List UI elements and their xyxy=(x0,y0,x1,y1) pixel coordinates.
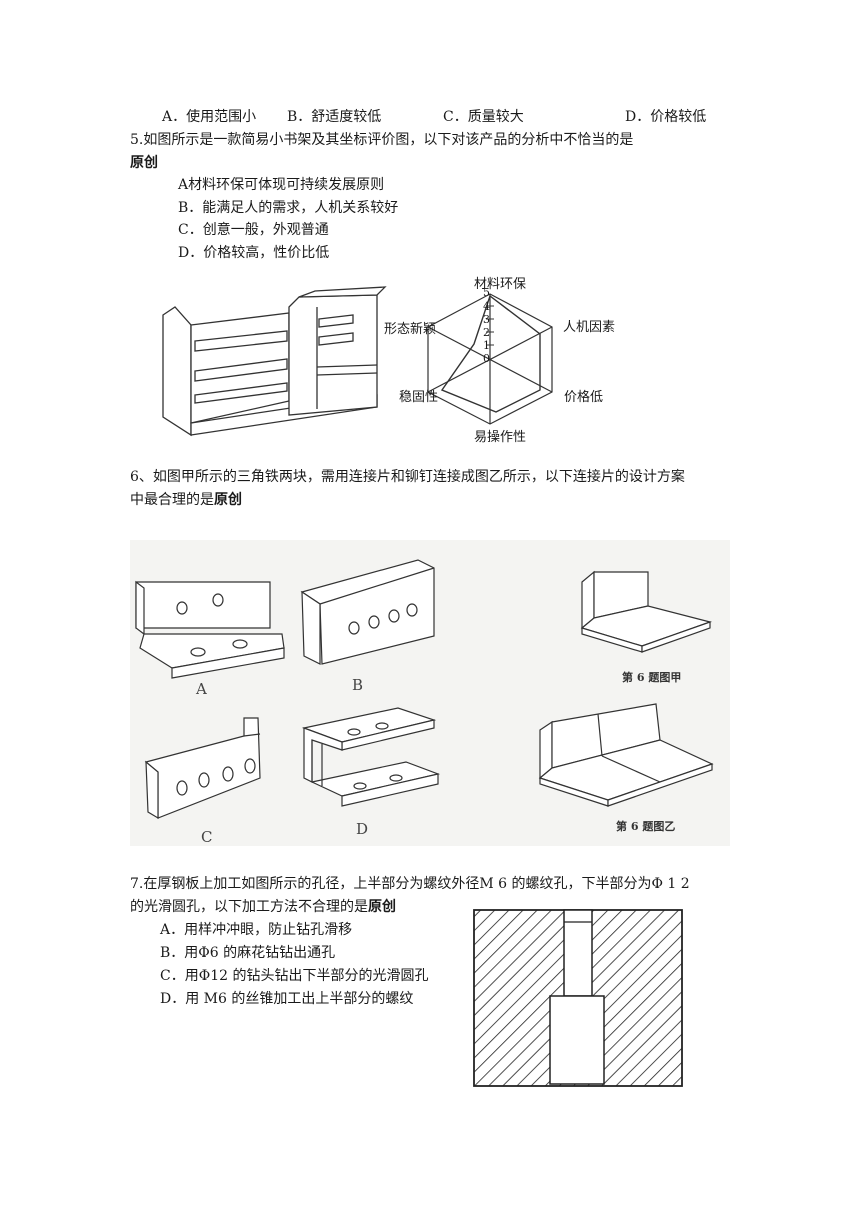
q6-label-a: A xyxy=(196,680,207,698)
q5-option-b: B．能满足人的需求，人机关系较好 xyxy=(178,200,399,216)
q6-option-d-plate xyxy=(301,707,441,807)
radar-axis-price: 价格低 xyxy=(564,390,604,405)
radar-tick-4: 4 xyxy=(483,300,490,313)
radar-axis-stability: 稳固性 xyxy=(399,390,439,405)
q7-hole-section-figure xyxy=(473,909,683,1087)
q7-option-a: A．用样冲冲眼，防止钻孔滑移 xyxy=(160,922,353,938)
radar-axis-ergonomics: 人机因素 xyxy=(563,320,616,335)
q7-stem-line2: 的光滑圆孔，以下加工方法不合理的是原创 xyxy=(130,899,396,915)
radar-tick-0: 0 xyxy=(483,352,490,365)
radar-chart xyxy=(427,293,553,425)
q6-label-b: B xyxy=(352,676,364,694)
q6-label-d: D xyxy=(356,820,369,838)
q7-option-c: C．用Φ12 的钻头钻出下半部分的光滑圆孔 xyxy=(160,968,429,984)
q6-stem-line1: 6、如图甲所示的三角铁两块，需用连接片和铆钉连接成图乙所示，以下连接片的设计方案 xyxy=(130,469,685,485)
q7-option-d: D．用 M6 的丝锥加工出上半部分的螺纹 xyxy=(160,991,414,1007)
radar-tick-3: 3 xyxy=(483,313,490,326)
radar-tick-5: 5 xyxy=(483,286,490,299)
q6-label-c: C xyxy=(201,828,213,846)
q4-option-a: A．使用范围小 xyxy=(162,109,257,125)
bookshelf-figure xyxy=(162,286,387,437)
q4-option-b: B．舒适度较低 xyxy=(287,109,382,125)
radar-axis-form: 形态新颖 xyxy=(384,322,437,337)
q7-option-b: B．用Φ6 的麻花钻钻出通孔 xyxy=(160,945,336,961)
radar-tick-1: 1 xyxy=(483,339,490,352)
q6-option-c-plate xyxy=(144,717,261,820)
q6-stem-line2: 中最合理的是原创 xyxy=(130,492,242,508)
radar-axis-operability: 易操作性 xyxy=(474,430,527,445)
q5-stem: 5.如图所示是一款简易小书架及其坐标评价图，以下对该产品的分析中不恰当的是 xyxy=(130,132,634,148)
q5-original-tag: 原创 xyxy=(130,155,158,171)
q6-caption-jia: 第 6 题图甲 xyxy=(622,671,682,684)
q7-stem-line1: 7.在厚钢板上加工如图所示的孔径，上半部分为螺纹外径M 6 的螺纹孔，下半部分为… xyxy=(130,876,690,892)
q6-figure-yi-joined-angles xyxy=(538,703,714,807)
q4-option-d: D．价格较低 xyxy=(625,109,707,125)
q6-option-a-plate xyxy=(135,580,285,679)
q6-figure-jia-angle-iron xyxy=(580,570,713,653)
q5-option-d: D．价格较高，性价比低 xyxy=(178,245,330,261)
q5-option-c: C．创意一般，外观普通 xyxy=(178,222,329,238)
radar-data-polygon xyxy=(440,294,541,413)
q5-option-a: A材料环保可体现可持续发展原则 xyxy=(178,177,385,193)
radar-axis-material: 材料环保 xyxy=(474,277,527,292)
q6-option-b-plate xyxy=(300,559,435,665)
q6-caption-yi: 第 6 题图乙 xyxy=(616,820,676,833)
radar-tick-2: 2 xyxy=(483,326,490,339)
q4-option-c: C．质量较大 xyxy=(443,109,524,125)
